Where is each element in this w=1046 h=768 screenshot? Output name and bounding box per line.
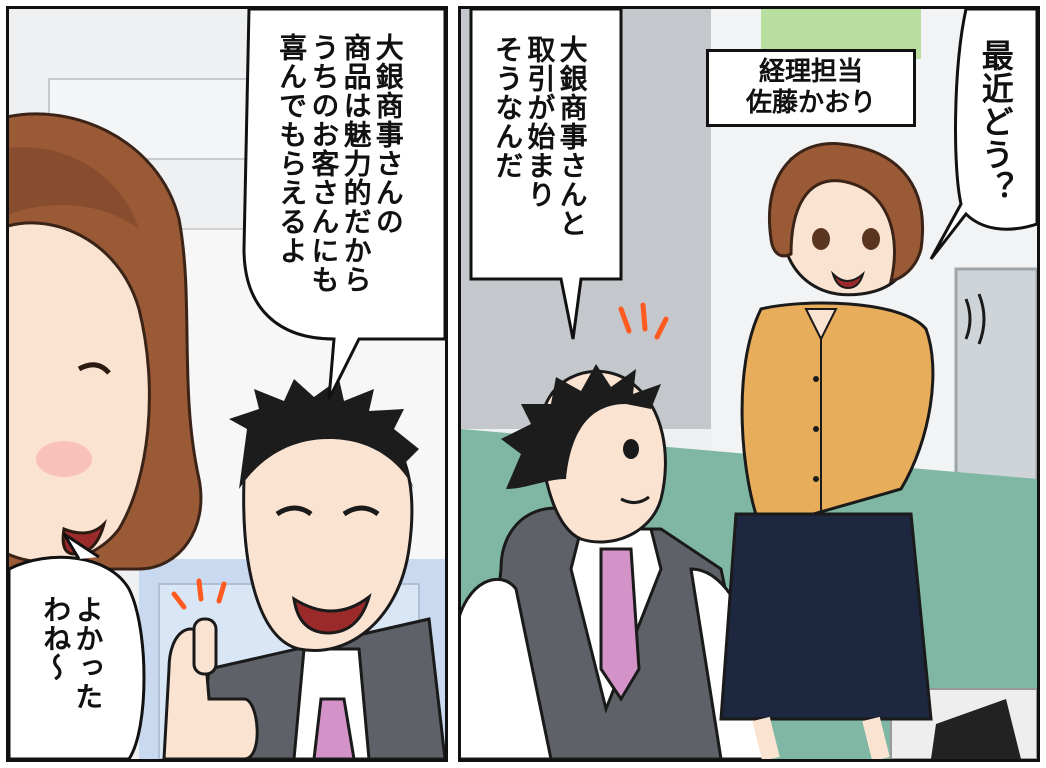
woman-figure-right xyxy=(719,141,935,759)
speech-bubble-right-1 xyxy=(469,9,623,340)
speech-line: わね～ xyxy=(39,595,73,682)
speech-line: 大銀商事さんの xyxy=(371,33,405,236)
speech-line: 商品は魅力的だから xyxy=(339,33,373,294)
comic-panel-left: 大銀商事さんの 商品は魅力的だから うちのお客さんにも 喜んでもらえるよ よかっ… xyxy=(6,6,448,762)
emphasis-lines-right xyxy=(618,302,669,340)
comic-panel-right: 大銀商事さんと 取引が始まり そうなんだ 最近どう？ 経理担当 佐藤かおり xyxy=(458,6,1040,762)
speech-text-left-1: 大銀商事さんの 商品は魅力的だから うちのお客さんにも 喜んでもらえるよ xyxy=(275,33,405,333)
speech-text-right-1: 大銀商事さんと 取引が始まり そうなんだ xyxy=(491,35,588,275)
caption-role: 経理担当 xyxy=(758,56,863,87)
emphasis-lines-left xyxy=(171,578,227,610)
speech-line: 取引が始まり xyxy=(523,35,557,209)
speech-line: そうなんだ xyxy=(491,35,525,180)
panel-left-art xyxy=(9,9,445,759)
speech-line: 大銀商事さんと xyxy=(555,35,589,238)
speech-line: 喜んでもらえるよ xyxy=(275,33,309,265)
speech-bubble-left-1 xyxy=(242,9,445,400)
speech-line: よかった xyxy=(71,595,105,711)
speech-bubble-left-2 xyxy=(9,555,146,759)
speech-text-left-2: よかった わね～ xyxy=(39,595,105,755)
character-caption-box: 経理担当 佐藤かおり xyxy=(706,49,916,127)
caption-name: 佐藤かおり xyxy=(745,88,876,118)
man-figure-left xyxy=(162,379,445,759)
man-figure-right xyxy=(461,364,773,759)
speech-bubble-right-2 xyxy=(929,9,1037,260)
panel-right-art xyxy=(461,9,1037,759)
speech-line: 最近どう？ xyxy=(976,39,1015,204)
speech-line: うちのお客さんにも xyxy=(307,33,341,294)
woman-figure-left xyxy=(9,112,203,571)
speech-text-right-2: 最近どう？ xyxy=(976,39,1015,219)
